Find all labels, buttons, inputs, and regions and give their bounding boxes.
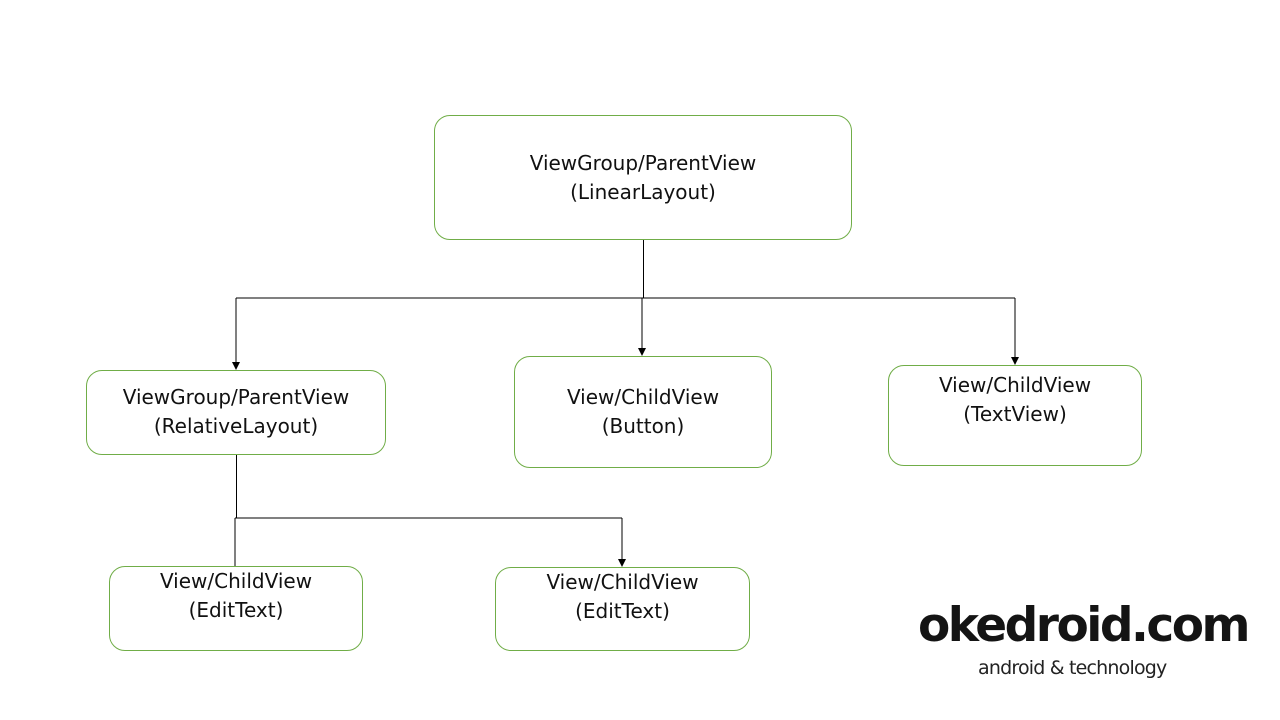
- node-button: View/ChildView (Button): [514, 356, 772, 468]
- node-class-label: (EditText): [188, 598, 284, 622]
- node-edit-text-1: View/ChildView (EditText): [109, 566, 363, 651]
- node-type-label: View/ChildView: [938, 373, 1092, 397]
- node-type-label: View/ChildView: [546, 570, 699, 594]
- node-class-label: (TextView): [963, 402, 1067, 426]
- node-edit-text-2: View/ChildView (EditText): [495, 567, 750, 651]
- node-class-label: (RelativeLayout): [153, 414, 319, 438]
- node-type-label: View/ChildView: [566, 385, 720, 409]
- node-class-label: (EditText): [575, 599, 670, 623]
- node-class-label: (LinearLayout): [570, 180, 716, 204]
- node-text-view: View/ChildView (TextView): [888, 365, 1142, 466]
- node-type-label: View/ChildView: [159, 569, 313, 593]
- logo-tagline: android & technology: [978, 657, 1167, 679]
- node-type-label: ViewGroup/ParentView: [122, 385, 350, 409]
- node-linear-layout: ViewGroup/ParentView (LinearLayout): [434, 115, 852, 240]
- okedroid-logo: okedroid.com android & technology: [918, 598, 1251, 690]
- node-type-label: ViewGroup/ParentView: [529, 151, 757, 175]
- logo-brand-text: okedroid.com: [918, 598, 1251, 653]
- node-class-label: (Button): [601, 414, 685, 438]
- node-relative-layout: ViewGroup/ParentView (RelativeLayout): [86, 370, 386, 455]
